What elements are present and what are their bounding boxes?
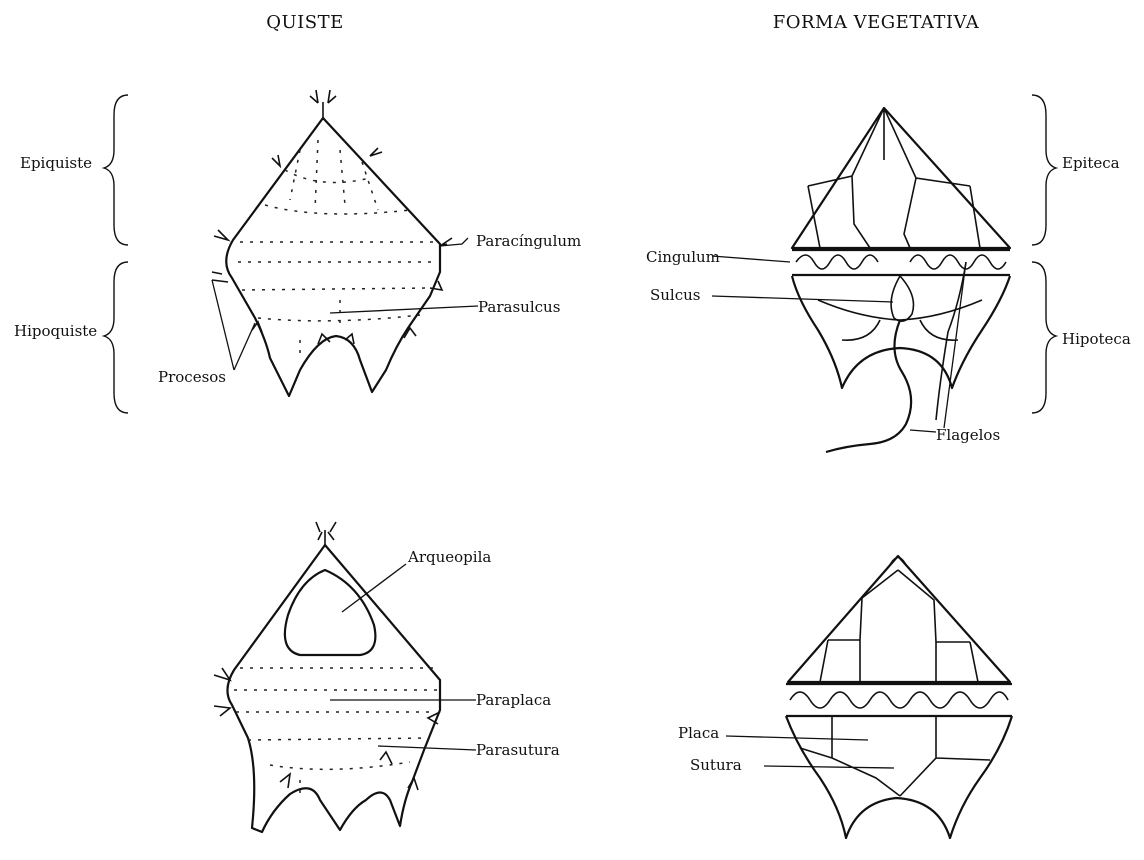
cingulum-zigzag-bottom	[790, 692, 1008, 708]
label-sutura: Sutura	[690, 756, 742, 774]
label-arqueopila: Arqueopila	[407, 548, 491, 566]
sulcus-shape	[891, 276, 913, 321]
cyst-bottom-figure	[214, 522, 440, 832]
label-epiquiste: Epiquiste	[20, 154, 92, 172]
label-flagelos: Flagelos	[936, 426, 1000, 444]
cingulum-band	[792, 250, 1010, 275]
label-placa: Placa	[678, 724, 719, 742]
flagellum-transverse	[936, 262, 966, 420]
brace-hipoquiste	[104, 262, 128, 413]
vegetative-bottom-figure	[786, 556, 1012, 838]
apical-process-bottom	[316, 522, 336, 545]
label-cingulum: Cingulum	[646, 248, 720, 266]
label-epiteca: Epiteca	[1062, 154, 1120, 172]
brace-epiquiste	[104, 95, 128, 245]
vegetative-top-figure	[792, 108, 1010, 452]
hypotheca-outline-bottom	[786, 716, 1012, 838]
cyst-top-outline	[226, 118, 440, 396]
cyst-top-figure	[212, 90, 452, 396]
label-parasutura: Parasutura	[476, 741, 560, 759]
cingulum-band-bottom	[786, 684, 1012, 716]
label-paracingulum: Paracíngulum	[476, 232, 581, 250]
epitheca-outline-bottom	[788, 556, 1010, 682]
label-hipoquiste: Hipoquiste	[14, 322, 97, 340]
flagellum-longitudinal	[826, 320, 911, 452]
label-sulcus: Sulcus	[650, 286, 701, 304]
epitheca-plates	[808, 108, 980, 248]
brace-hipoteca	[1032, 262, 1056, 413]
lateral-processes-bottom	[214, 668, 440, 790]
title-quiste: QUISTE	[266, 12, 344, 33]
hypotheca-plates-bottom	[800, 716, 990, 796]
paraplate-dashes-bottom	[234, 668, 440, 795]
label-paraplaca: Paraplaca	[476, 691, 551, 709]
leader-lines	[212, 238, 966, 768]
cyst-bottom-outline	[227, 545, 440, 832]
label-procesos: Procesos	[158, 368, 226, 386]
cingulum-zigzag	[796, 255, 1006, 269]
brace-epiteca	[1032, 95, 1056, 245]
label-parasulcus: Parasulcus	[478, 298, 560, 316]
apical-process	[310, 90, 336, 118]
title-forma-vegetativa: FORMA VEGETATIVA	[773, 12, 980, 33]
epitheca-plates-bottom	[820, 570, 978, 682]
label-hipoteca: Hipoteca	[1062, 330, 1131, 348]
